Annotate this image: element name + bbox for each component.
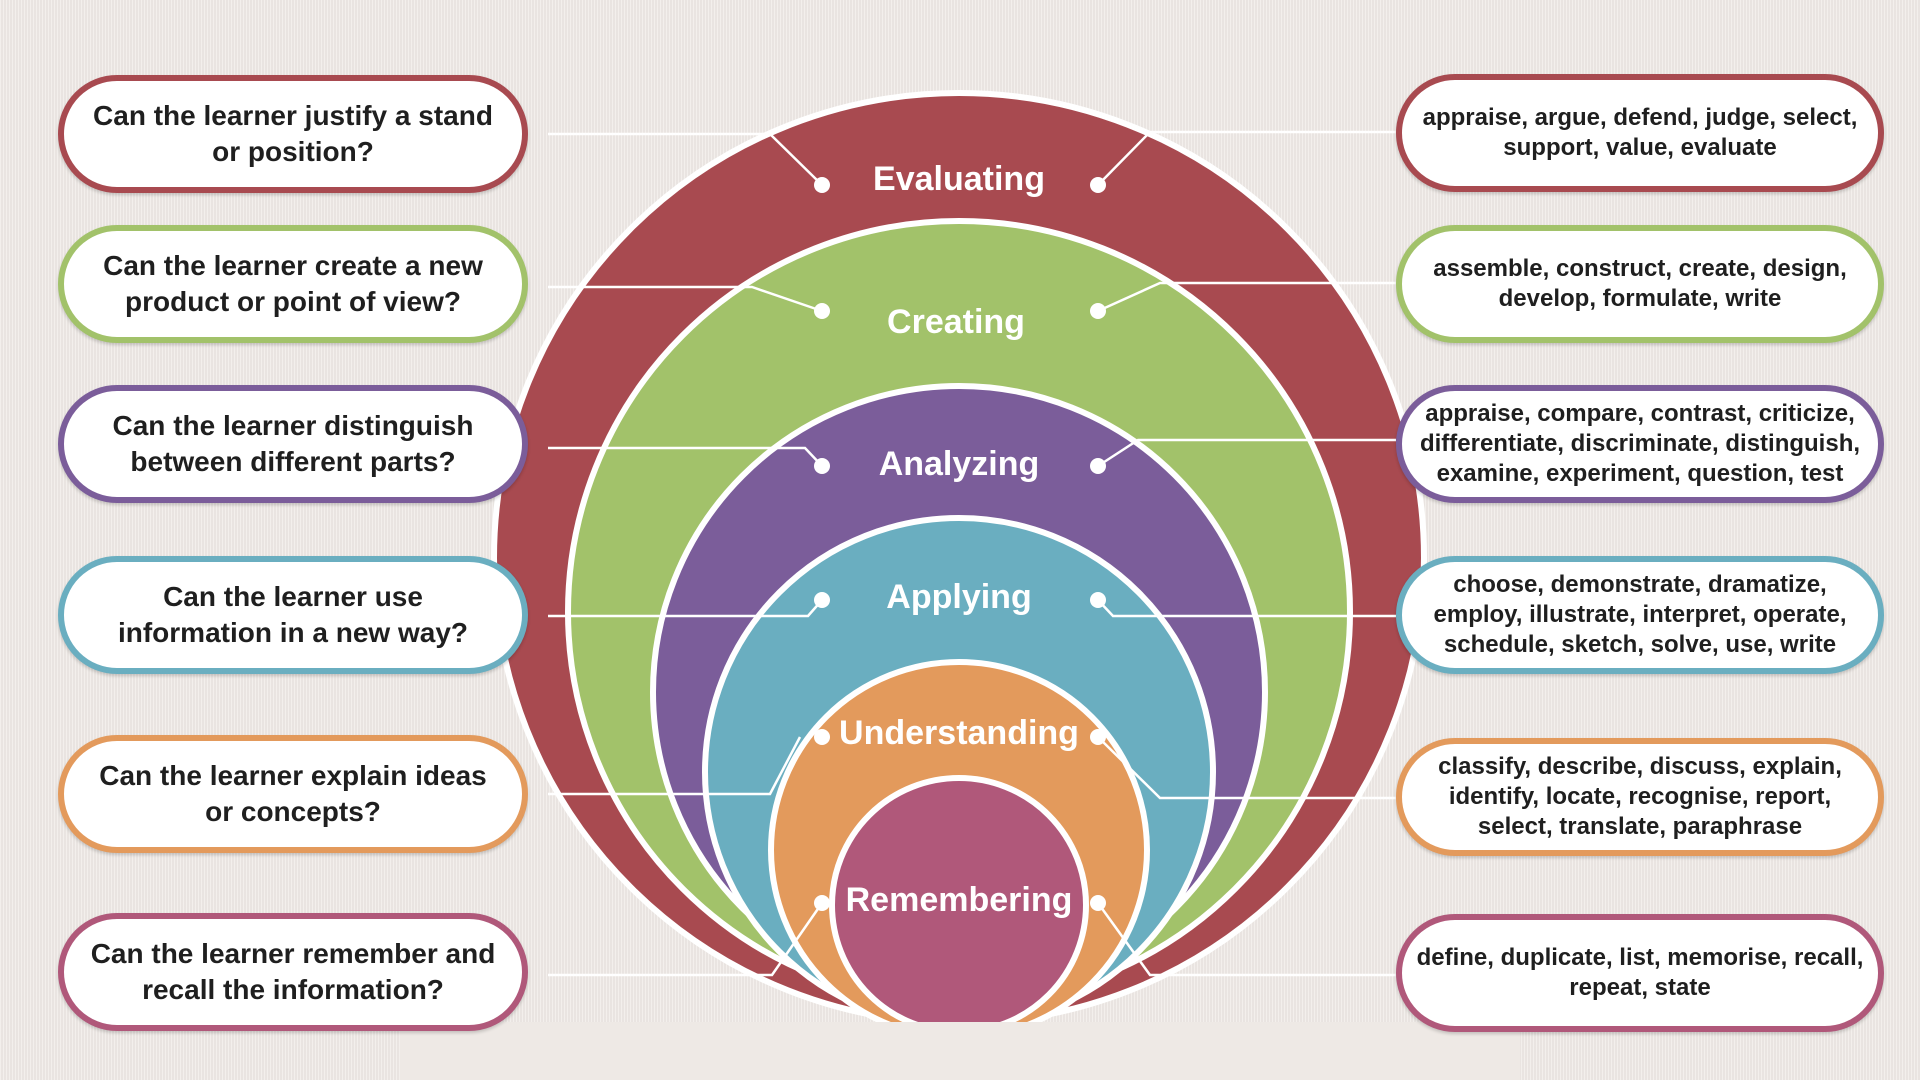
question-creating: Can the learner create a new product or … (103, 250, 483, 317)
verbs-analyzing: appraise, compare, contrast, criticize, … (1419, 400, 1861, 487)
connector-remembering-right (1096, 902, 1396, 977)
verbs-box-applying: choose, demonstrate, dramatize, employ, … (1396, 556, 1884, 674)
connector-dot (1090, 895, 1106, 911)
verbs-box-creating: assemble, construct, create, design, dev… (1396, 225, 1884, 343)
level-label-understanding: Understanding (839, 714, 1079, 752)
question-box-understanding: Can the learner explain ideas or concept… (58, 735, 528, 853)
question-box-evaluating: Can the learner justify a stand or posit… (58, 75, 528, 193)
connector-understanding-left (548, 736, 802, 796)
verbs-applying: choose, demonstrate, dramatize, employ, … (1433, 571, 1847, 658)
question-analyzing: Can the learner distinguish between diff… (112, 410, 474, 477)
question-box-applying: Can the learner use information in a new… (58, 556, 528, 674)
connector-dot (814, 592, 830, 608)
question-evaluating: Can the learner justify a stand or posit… (93, 100, 493, 167)
connector-dot (814, 895, 830, 911)
connector-dot (1090, 729, 1106, 745)
level-label-applying: Applying (886, 578, 1031, 616)
question-applying: Can the learner use information in a new… (117, 581, 469, 648)
verbs-evaluating: appraise, argue, defend, judge, select, … (1422, 104, 1858, 161)
verbs-box-analyzing: appraise, compare, contrast, criticize, … (1396, 385, 1884, 503)
connector-dot (814, 303, 830, 319)
question-box-remembering: Can the learner remember and recall the … (58, 913, 528, 1031)
connector-evaluating-right (1097, 130, 1396, 186)
level-label-analyzing: Analyzing (879, 445, 1040, 483)
verbs-creating: assemble, construct, create, design, dev… (1433, 255, 1847, 312)
connector-creating-right (1097, 281, 1396, 313)
verbs-box-understanding: classify, describe, discuss, explain, id… (1396, 738, 1884, 856)
question-remembering: Can the learner remember and recall the … (90, 938, 496, 1005)
connector-dot (1090, 458, 1106, 474)
question-box-creating: Can the learner create a new product or … (58, 225, 528, 343)
connector-analyzing-left (548, 446, 823, 467)
verbs-remembering: define, duplicate, list, memorise, recal… (1416, 944, 1864, 1001)
connector-dot (1090, 592, 1106, 608)
connector-remembering-left (548, 902, 824, 977)
verbs-box-remembering: define, duplicate, list, memorise, recal… (1396, 914, 1884, 1032)
connector-understanding-right (1097, 736, 1396, 800)
connector-dot (814, 458, 830, 474)
connector-dot (814, 729, 830, 745)
connector-evaluating-left (548, 132, 823, 186)
connector-creating-left (548, 285, 823, 313)
level-label-remembering: Remembering (846, 881, 1073, 919)
verbs-understanding: classify, describe, discuss, explain, id… (1438, 753, 1842, 840)
level-label-evaluating: Evaluating (873, 160, 1045, 198)
verbs-box-evaluating: appraise, argue, defend, judge, select, … (1396, 74, 1884, 192)
connector-dot (814, 177, 830, 193)
connector-dot (1090, 177, 1106, 193)
connector-analyzing-right (1097, 438, 1396, 468)
level-label-creating: Creating (887, 303, 1025, 341)
question-box-analyzing: Can the learner distinguish between diff… (58, 385, 528, 503)
question-understanding: Can the learner explain ideas or concept… (99, 760, 487, 827)
connector-dot (1090, 303, 1106, 319)
